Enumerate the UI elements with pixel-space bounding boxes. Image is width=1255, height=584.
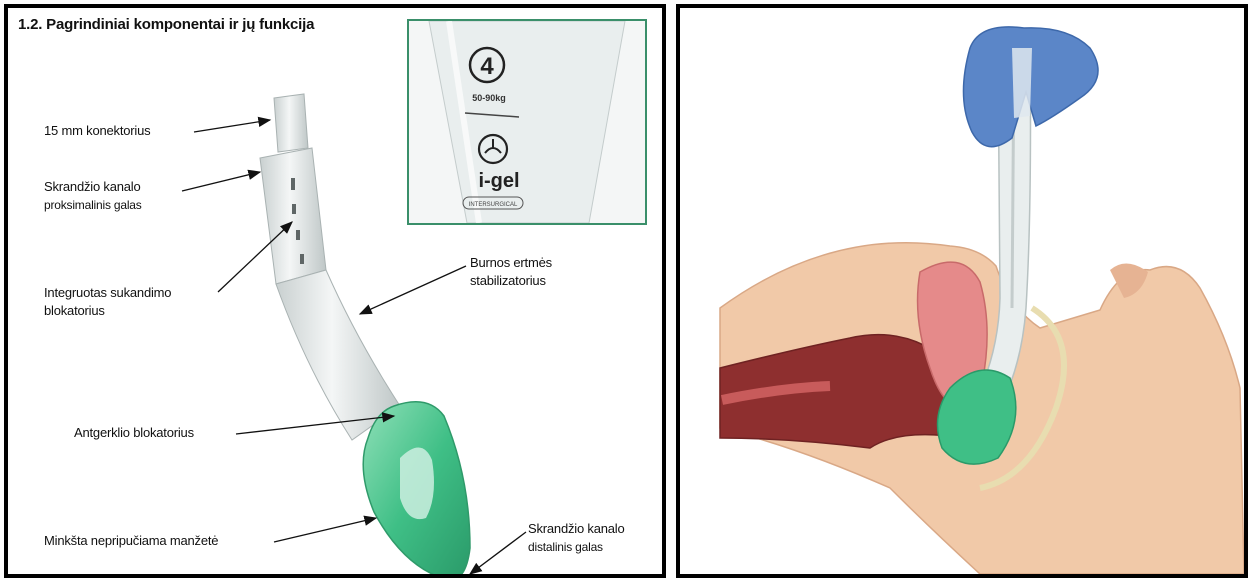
label-gastric-distal-line1: Skrandžio kanalo	[528, 520, 625, 538]
size-number: 4	[480, 53, 494, 80]
brand-logo: i-gel	[478, 170, 519, 192]
close-up-inset: 4 50-90kg i-gel INTERSURGICAL	[407, 19, 647, 225]
label-gastric-distal-line2: distalinis galas	[528, 538, 603, 556]
label-gastric-proximal-line2: proksimalinis galas	[44, 196, 142, 214]
label-bite-block-line1: Integruotas sukandimo	[44, 284, 171, 302]
connector-part	[274, 94, 308, 152]
label-stabilizer-line1: Burnos ertmės	[470, 254, 552, 272]
insertion-illustration-panel	[676, 4, 1248, 578]
label-epiglottis-blocker: Antgerklio blokatorius	[74, 424, 194, 442]
weight-range: 50-90kg	[472, 93, 506, 103]
label-gastric-proximal-line1: Skrandžio kanalo	[44, 178, 141, 196]
components-diagram-panel: 1.2. Pagrindiniai komponentai ir jų funk…	[4, 4, 666, 578]
label-cuff: Minkšta nepripučiama manžetė	[44, 532, 218, 550]
maker-logo: INTERSURGICAL	[469, 202, 518, 208]
label-connector: 15 mm konektorius	[44, 122, 150, 140]
label-bite-block-line2: blokatorius	[44, 302, 105, 320]
bite-block-part	[260, 148, 326, 284]
close-up-illustration: 4 50-90kg i-gel INTERSURGICAL	[409, 21, 645, 223]
label-stabilizer-line2: stabilizatorius	[470, 272, 546, 290]
anatomy-illustration	[680, 8, 1244, 574]
